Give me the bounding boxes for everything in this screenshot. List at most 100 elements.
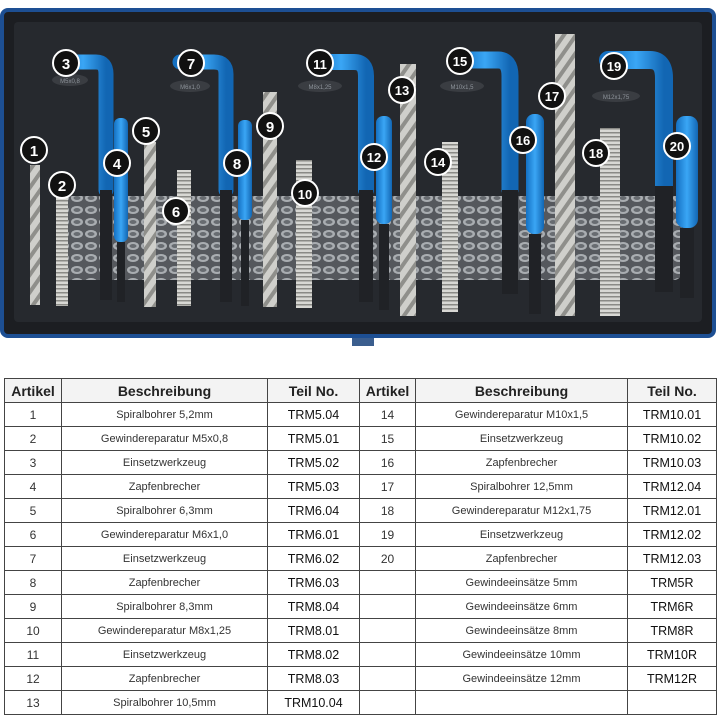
- svg-text:17: 17: [545, 89, 559, 104]
- cell-beschreibung: Spiralbohrer 6,3mm: [61, 498, 268, 523]
- insertion-tool-7: M6x1,0: [170, 54, 234, 302]
- cell-artikel: 20: [359, 546, 416, 571]
- cell-beschreibung: Einsetzwerkzeug: [415, 522, 628, 547]
- cell-beschreibung: Zapfenbrecher: [61, 474, 268, 499]
- cell-teil: TRM6R: [627, 594, 717, 619]
- cell-teil: TRM12R: [627, 666, 717, 691]
- case-latch: [352, 338, 374, 346]
- cell-artikel: [359, 618, 416, 643]
- engraving-m5: M5x0,8: [60, 79, 80, 85]
- header-teil-left: Teil No.: [267, 378, 360, 403]
- cell-artikel: [359, 666, 416, 691]
- cell-teil: TRM10.02: [627, 426, 717, 451]
- cell-beschreibung: Einsetzwerkzeug: [61, 642, 268, 667]
- svg-text:14: 14: [431, 155, 446, 170]
- badge-3: 3: [52, 49, 80, 77]
- cell-teil: TRM10.04: [267, 690, 360, 715]
- cell-teil: TRM5R: [627, 570, 717, 595]
- badge-12: 12: [360, 143, 388, 171]
- thread-tap-6: [177, 170, 191, 306]
- cell-artikel: 8: [4, 570, 62, 595]
- cell-beschreibung: Spiralbohrer 8,3mm: [61, 594, 268, 619]
- cell-beschreibung: Einsetzwerkzeug: [415, 426, 628, 451]
- cell-teil: TRM6.03: [267, 570, 360, 595]
- tool-case-photo: M5x0,8 M6x1,0 M8x1,25 M10x1,5 M12x1,75 1…: [0, 0, 720, 350]
- parts-table: Artikel Beschreibung Teil No. Artikel Be…: [4, 378, 717, 715]
- thread-tap-18: [600, 128, 620, 316]
- cell-beschreibung: Zapfenbrecher: [415, 450, 628, 475]
- cell-artikel: 18: [359, 498, 416, 523]
- cell-artikel: 3: [4, 450, 62, 475]
- svg-text:3: 3: [62, 56, 70, 73]
- cell-artikel: [359, 570, 416, 595]
- svg-text:16: 16: [516, 133, 530, 148]
- cell-teil: [627, 690, 717, 715]
- cell-beschreibung: Zapfenbrecher: [61, 570, 268, 595]
- badge-2: 2: [48, 171, 76, 199]
- cell-artikel: 12: [4, 666, 62, 691]
- cell-teil: TRM5.03: [267, 474, 360, 499]
- header-teil-right: Teil No.: [627, 378, 717, 403]
- cell-beschreibung: Gewindereparatur M10x1,5: [415, 402, 628, 427]
- cell-beschreibung: Gewindeeinsätze 8mm: [415, 618, 628, 643]
- cell-beschreibung: Zapfenbrecher: [415, 546, 628, 571]
- cell-beschreibung: Gewindereparatur M12x1,75: [415, 498, 628, 523]
- table-header-row: Artikel Beschreibung Teil No. Artikel Be…: [4, 378, 717, 403]
- cell-teil: TRM6.02: [267, 546, 360, 571]
- svg-text:6: 6: [172, 204, 180, 221]
- cell-teil: TRM8.02: [267, 642, 360, 667]
- badge-17: 17: [538, 82, 566, 110]
- cell-artikel: 17: [359, 474, 416, 499]
- cell-artikel: 13: [4, 690, 62, 715]
- thread-tap-14: [442, 142, 458, 312]
- item-badges: 1 2 3 4 5 6 7 8 9 10 11 12 13 14 15 16 1…: [20, 47, 691, 225]
- badge-5: 5: [132, 117, 160, 145]
- cell-teil: TRM12.03: [627, 546, 717, 571]
- header-beschreibung-right: Beschreibung: [415, 378, 628, 403]
- thread-tap-2: [56, 196, 68, 306]
- cell-beschreibung: Gewindeeinsätze 12mm: [415, 666, 628, 691]
- cell-artikel: 4: [4, 474, 62, 499]
- cell-beschreibung: Spiralbohrer 5,2mm: [61, 402, 268, 427]
- cell-beschreibung: Gewindereparatur M6x1,0: [61, 522, 268, 547]
- svg-text:18: 18: [589, 146, 603, 161]
- badge-7: 7: [177, 49, 205, 77]
- drill-bit-17: [555, 34, 575, 316]
- drill-bit-9: [263, 92, 277, 307]
- cell-beschreibung: Einsetzwerkzeug: [61, 450, 268, 475]
- cell-artikel: [359, 594, 416, 619]
- cell-teil: TRM12.01: [627, 498, 717, 523]
- cell-beschreibung: Gewindeeinsätze 10mm: [415, 642, 628, 667]
- cell-artikel: 15: [359, 426, 416, 451]
- badge-10: 10: [291, 179, 319, 207]
- header-artikel-left: Artikel: [4, 378, 62, 403]
- cell-artikel: 14: [359, 402, 416, 427]
- svg-text:15: 15: [453, 54, 467, 69]
- cell-beschreibung: Gewindereparatur M5x0,8: [61, 426, 268, 451]
- engraving-m12: M12x1,75: [603, 95, 630, 101]
- cell-teil: TRM5.04: [267, 402, 360, 427]
- cell-artikel: 10: [4, 618, 62, 643]
- cell-teil: TRM10.01: [627, 402, 717, 427]
- engraving-m8: M8x1,25: [308, 85, 332, 91]
- cell-artikel: 19: [359, 522, 416, 547]
- svg-text:19: 19: [607, 59, 621, 74]
- cell-beschreibung: Spiralbohrer 12,5mm: [415, 474, 628, 499]
- cell-teil: TRM6.04: [267, 498, 360, 523]
- cell-artikel: 11: [4, 642, 62, 667]
- badge-18: 18: [582, 139, 610, 167]
- badge-11: 11: [306, 49, 334, 77]
- cell-teil: TRM5.01: [267, 426, 360, 451]
- badge-15: 15: [446, 47, 474, 75]
- svg-text:2: 2: [58, 178, 66, 195]
- svg-text:11: 11: [313, 57, 327, 72]
- drill-bit-1: [30, 165, 40, 305]
- svg-text:4: 4: [113, 156, 122, 173]
